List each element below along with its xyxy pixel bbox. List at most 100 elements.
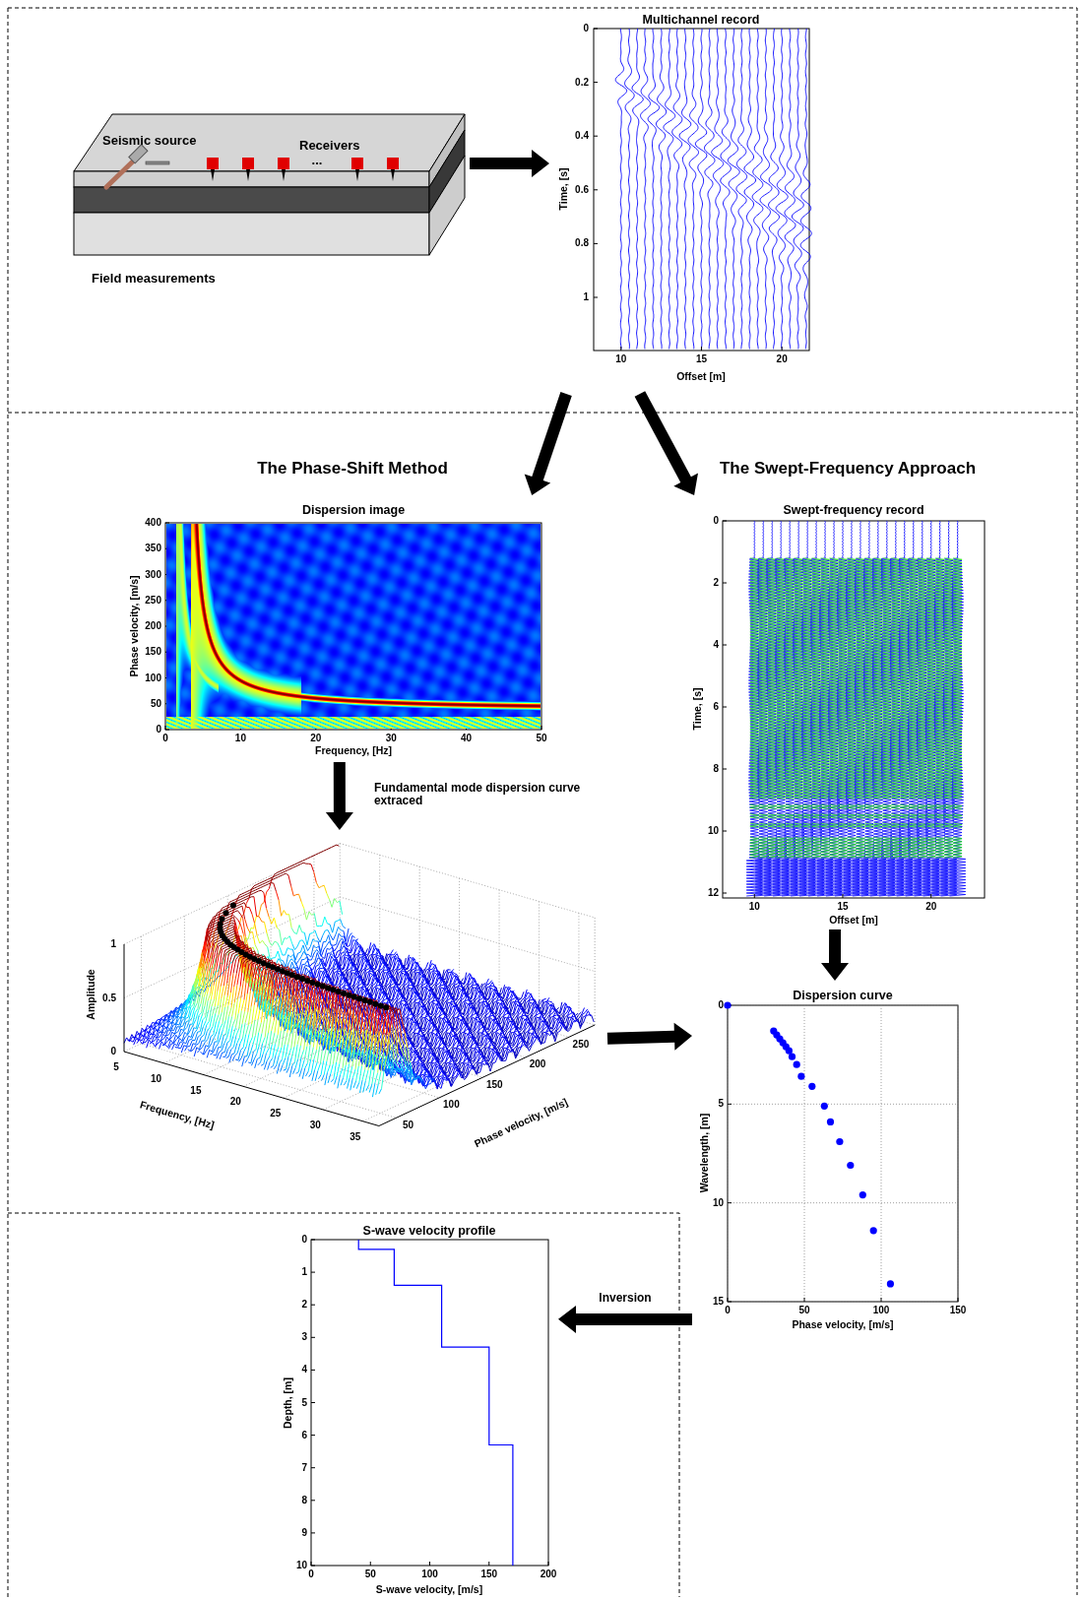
- sweep-window: [908, 836, 918, 858]
- sweep-window: [855, 823, 865, 828]
- sweep-window: [803, 558, 813, 800]
- seismic-trace: [640, 28, 651, 349]
- seismic-trace: [695, 28, 707, 349]
- sweep-window: [917, 804, 927, 810]
- sweep-window: [767, 814, 777, 820]
- sweep-window: [829, 814, 839, 820]
- seismic-trace: [655, 28, 666, 349]
- sweep-window: [944, 814, 954, 820]
- tick-mark: [722, 892, 727, 894]
- sweep-window: [785, 814, 795, 820]
- grid-line: [957, 1005, 959, 1302]
- tick-label: 200: [540, 1568, 558, 1581]
- tick-label: 20: [230, 1096, 242, 1109]
- sweep-window: [838, 558, 848, 800]
- tick-label: 0: [717, 999, 724, 1012]
- axis-label: Time, [s]: [691, 688, 703, 731]
- surface-plot: AmplitudeFrequency, [Hz]Phase velocity, …: [63, 831, 606, 1151]
- tick-mark: [881, 1297, 883, 1302]
- edge-label: Inversion: [598, 1291, 651, 1306]
- field-setup: Field measurements: [71, 106, 468, 291]
- tick-mark: [311, 1272, 316, 1273]
- receiver-spike: [355, 169, 360, 182]
- sweep-window: [812, 558, 822, 800]
- sweep-window: [917, 558, 927, 800]
- grid-line: [727, 1103, 958, 1105]
- sweep-window: [891, 804, 900, 810]
- tick-mark: [311, 1336, 316, 1338]
- grid-line: [727, 1005, 729, 1302]
- tick-label: 20: [310, 732, 321, 745]
- axis-label: Offset [m]: [676, 370, 726, 382]
- sweep-window: [935, 804, 945, 810]
- tick-label: 10: [707, 825, 719, 837]
- sweep-window: [935, 558, 945, 800]
- sweep-window: [767, 804, 777, 810]
- source-plate: [145, 161, 170, 165]
- receiver-spike: [210, 169, 215, 182]
- sweep-window: [794, 804, 804, 810]
- tick-label: 10: [712, 1197, 724, 1210]
- grid-line: [727, 1005, 958, 1007]
- method-heading: The Phase-Shift Method: [256, 458, 448, 479]
- sweep-window: [855, 804, 865, 810]
- sweep-window: [935, 836, 945, 858]
- velocity-profile: [358, 1239, 513, 1566]
- sweep-window: [838, 823, 848, 828]
- sweep-window: [855, 558, 865, 800]
- tick-label: 12: [707, 887, 719, 899]
- swept-record-plot: Swept-frequency recordTime, [s]Offset [m…: [679, 497, 990, 928]
- sweep-window: [908, 804, 918, 810]
- receiver-spike: [246, 169, 251, 182]
- tick-mark: [165, 729, 170, 731]
- sweep-window: [873, 823, 883, 828]
- axis-label: Time, [s]: [557, 168, 570, 211]
- tick-label: 50: [365, 1568, 377, 1581]
- tick-label: 0.4: [574, 129, 589, 142]
- receiver: [277, 157, 290, 170]
- ground-model: [73, 114, 465, 255]
- figure-label: Receivers: [299, 138, 360, 154]
- sweep-window: [899, 558, 909, 800]
- seismic-trace: [720, 28, 732, 349]
- sweep-window: [776, 804, 786, 810]
- grid-line: [881, 1005, 883, 1302]
- sweep-window: [847, 823, 857, 828]
- tick-label: 4: [712, 638, 719, 651]
- sweep-window: [855, 836, 865, 858]
- seismic-trace: [760, 28, 772, 349]
- sweep-window: [812, 804, 822, 810]
- tick-mark: [841, 893, 843, 898]
- sweep-window: [785, 804, 795, 810]
- tick-mark: [311, 1565, 316, 1567]
- seismic-trace: [800, 28, 812, 349]
- tick-mark: [722, 582, 727, 584]
- tick-label: 150: [144, 646, 162, 659]
- sweep-window: [953, 814, 962, 820]
- sweep-window: [926, 823, 936, 828]
- tick-mark: [930, 893, 932, 898]
- tick-label: 9: [301, 1527, 308, 1539]
- sweep-window: [803, 804, 813, 810]
- velocity-profile-plot: S-wave velocity profileDepth, [m]S-wave …: [275, 1220, 557, 1599]
- axes-box: [727, 1005, 958, 1302]
- sweep-window: [847, 558, 857, 800]
- receiver: [242, 157, 255, 170]
- dispersion-point: [835, 1138, 843, 1146]
- axis-label: Phase velocity, [m/s]: [472, 1095, 571, 1150]
- block-arrow: [635, 390, 699, 496]
- tick-mark: [311, 1561, 313, 1566]
- tick-label: 5: [301, 1397, 308, 1409]
- tick-label: 400: [144, 516, 162, 529]
- sweep-window: [785, 836, 795, 858]
- sweep-window: [882, 804, 892, 810]
- sweep-window: [750, 823, 760, 828]
- sweep-window: [785, 558, 795, 800]
- sweep-window: [785, 823, 795, 828]
- tick-mark: [722, 830, 727, 832]
- plot-title: Multichannel record: [642, 12, 761, 27]
- dispersion-image-heatmap: [166, 523, 541, 729]
